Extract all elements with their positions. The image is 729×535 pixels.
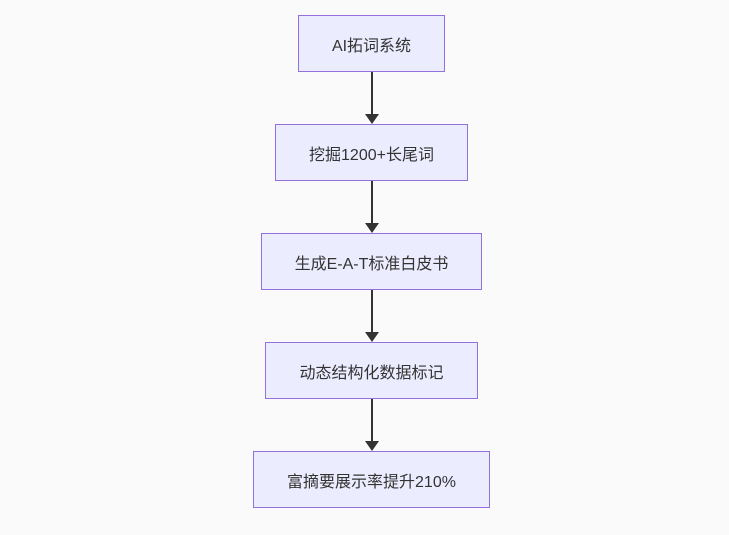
arrow-head-icon [364, 441, 379, 451]
arrow-head-icon [364, 114, 379, 124]
flow-node-ai-system: AI拓词系统 [297, 15, 446, 72]
flow-node-label: 挖掘1200+长尾词 [309, 146, 434, 164]
flow-arrow-icon [364, 72, 379, 124]
arrow-line [370, 72, 373, 114]
arrow-line [370, 290, 373, 332]
arrow-head-icon [364, 223, 379, 233]
arrow-line [370, 181, 373, 223]
flow-node-label: AI拓词系统 [331, 37, 412, 55]
flow-arrow-icon [364, 399, 379, 451]
flow-node-rich-snippet-result: 富摘要展示率提升210% [253, 451, 490, 508]
arrow-line [370, 399, 373, 441]
flow-arrow-icon [364, 290, 379, 342]
flow-node-longtail-keywords: 挖掘1200+长尾词 [275, 124, 468, 181]
flow-node-label: 动态结构化数据标记 [299, 364, 444, 382]
flow-node-eat-whitepaper: 生成E-A-T标准白皮书 [260, 233, 483, 290]
flowchart: AI拓词系统 挖掘1200+长尾词 生成E-A-T标准白皮书 动态结构化数据标记 [7, 15, 729, 508]
flow-arrow-icon [364, 181, 379, 233]
flow-node-label: 富摘要展示率提升210% [287, 473, 456, 491]
arrow-head-icon [364, 332, 379, 342]
flow-node-structured-data: 动态结构化数据标记 [265, 342, 478, 399]
flow-node-label: 生成E-A-T标准白皮书 [294, 255, 449, 273]
